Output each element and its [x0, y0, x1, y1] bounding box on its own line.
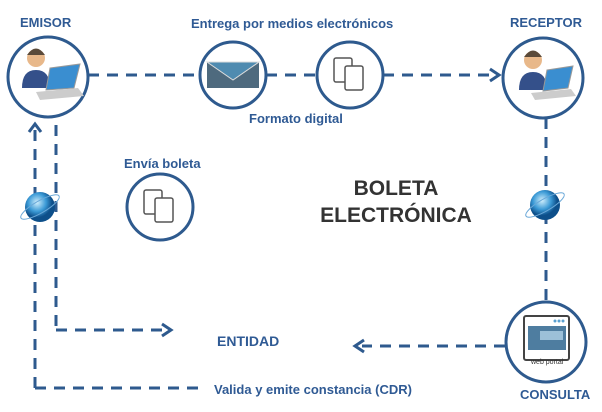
arrow-to-emisor: [27, 121, 43, 133]
emisor-label: EMISOR: [20, 15, 72, 30]
arrow-consulta-entidad: [352, 338, 365, 354]
receptor-label: RECEPTOR: [510, 15, 582, 30]
diagram-title: BOLETA ELECTRÓNICA: [296, 175, 496, 229]
arrow-to-entidad: [161, 322, 174, 338]
valida-label: Valida y emite constancia (CDR): [214, 382, 412, 397]
documents-icon-envia: [143, 189, 174, 223]
emisor-circle: [6, 35, 90, 119]
title-line1: BOLETA: [353, 177, 439, 200]
globe-icon-left: [20, 192, 60, 222]
envelope-icon: [205, 61, 261, 88]
person-laptop-icon: [22, 48, 84, 100]
envia-circle: [125, 172, 195, 242]
envia-label: Envía boleta: [124, 156, 201, 171]
web-portal-icon: [523, 315, 570, 361]
receptor-circle: [501, 36, 585, 120]
consulta-circle: [504, 300, 588, 384]
envelope-circle: [198, 40, 268, 110]
entidad-label: ENTIDAD: [217, 333, 280, 349]
entrega-label: Entrega por medios electrónicos: [191, 16, 394, 31]
web-portal-label: web portal: [531, 359, 564, 366]
arrow-to-receptor: [489, 67, 502, 83]
receptor-person-icon: [519, 50, 576, 100]
docs-circle: [315, 40, 385, 110]
globe-icon-right: [525, 190, 565, 220]
documents-icon: [333, 57, 364, 91]
consulta-label: CONSULTA: [520, 387, 591, 402]
title-line2: ELECTRÓNICA: [320, 204, 472, 227]
formato-label: Formato digital: [249, 111, 343, 126]
